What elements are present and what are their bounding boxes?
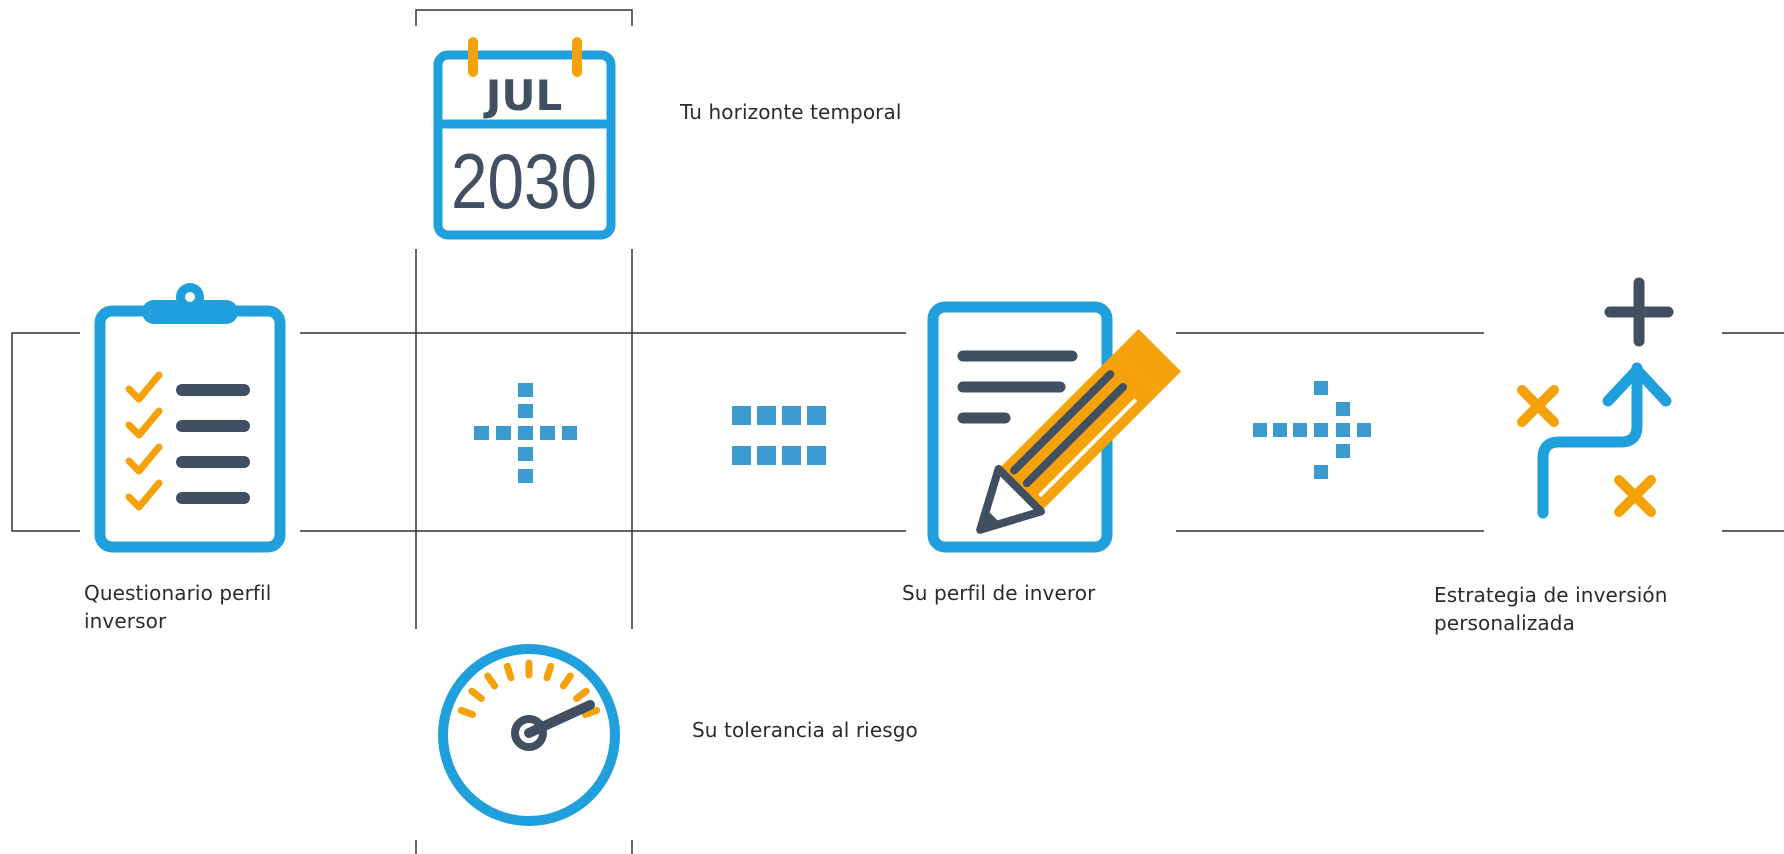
gauge-tick	[484, 672, 499, 690]
strategy-label-line1: Estrategia de inversión	[1434, 583, 1668, 607]
gauge-tick	[503, 662, 515, 682]
speedometer-icon	[438, 644, 620, 826]
document-pencil-icon	[927, 301, 1181, 553]
profile-label: Su perfil de inveror	[902, 579, 1095, 607]
risk-label-text: Su tolerancia al riesgo	[692, 718, 918, 742]
questionnaire-label: Questionario perfil inversor	[84, 579, 271, 635]
strategy-label: Estrategia de inversión personalizada	[1434, 581, 1668, 637]
calendar-month: JUL	[483, 71, 563, 120]
profile-label-text: Su perfil de inveror	[902, 581, 1096, 605]
clipboard-checklist-icon	[94, 283, 286, 553]
risk-label: Su tolerancia al riesgo	[692, 716, 918, 744]
gauge-tick	[573, 687, 590, 702]
equals-operator-icon	[732, 406, 826, 465]
questionnaire-label-line1: Questionario perfil	[84, 581, 272, 605]
horizon-label: Tu horizonte temporal	[680, 98, 902, 126]
strategy-label-line2: personalizada	[1434, 611, 1575, 635]
gauge-tick	[468, 687, 485, 702]
gauge-tick	[543, 662, 555, 682]
gauge-tick	[581, 706, 601, 718]
connector-lines	[11, 9, 1784, 854]
gauge-tick	[457, 706, 477, 718]
horizon-label-text: Tu horizonte temporal	[680, 100, 902, 124]
calendar-icon: JUL 2030	[433, 37, 616, 240]
calendar-year: 2030	[451, 137, 597, 225]
arrow-operator-icon	[1253, 381, 1371, 479]
strategy-icon	[1517, 277, 1674, 519]
plus-operator-icon	[474, 383, 577, 483]
questionnaire-label-line2: inversor	[84, 609, 167, 633]
gauge-tick	[559, 672, 574, 690]
